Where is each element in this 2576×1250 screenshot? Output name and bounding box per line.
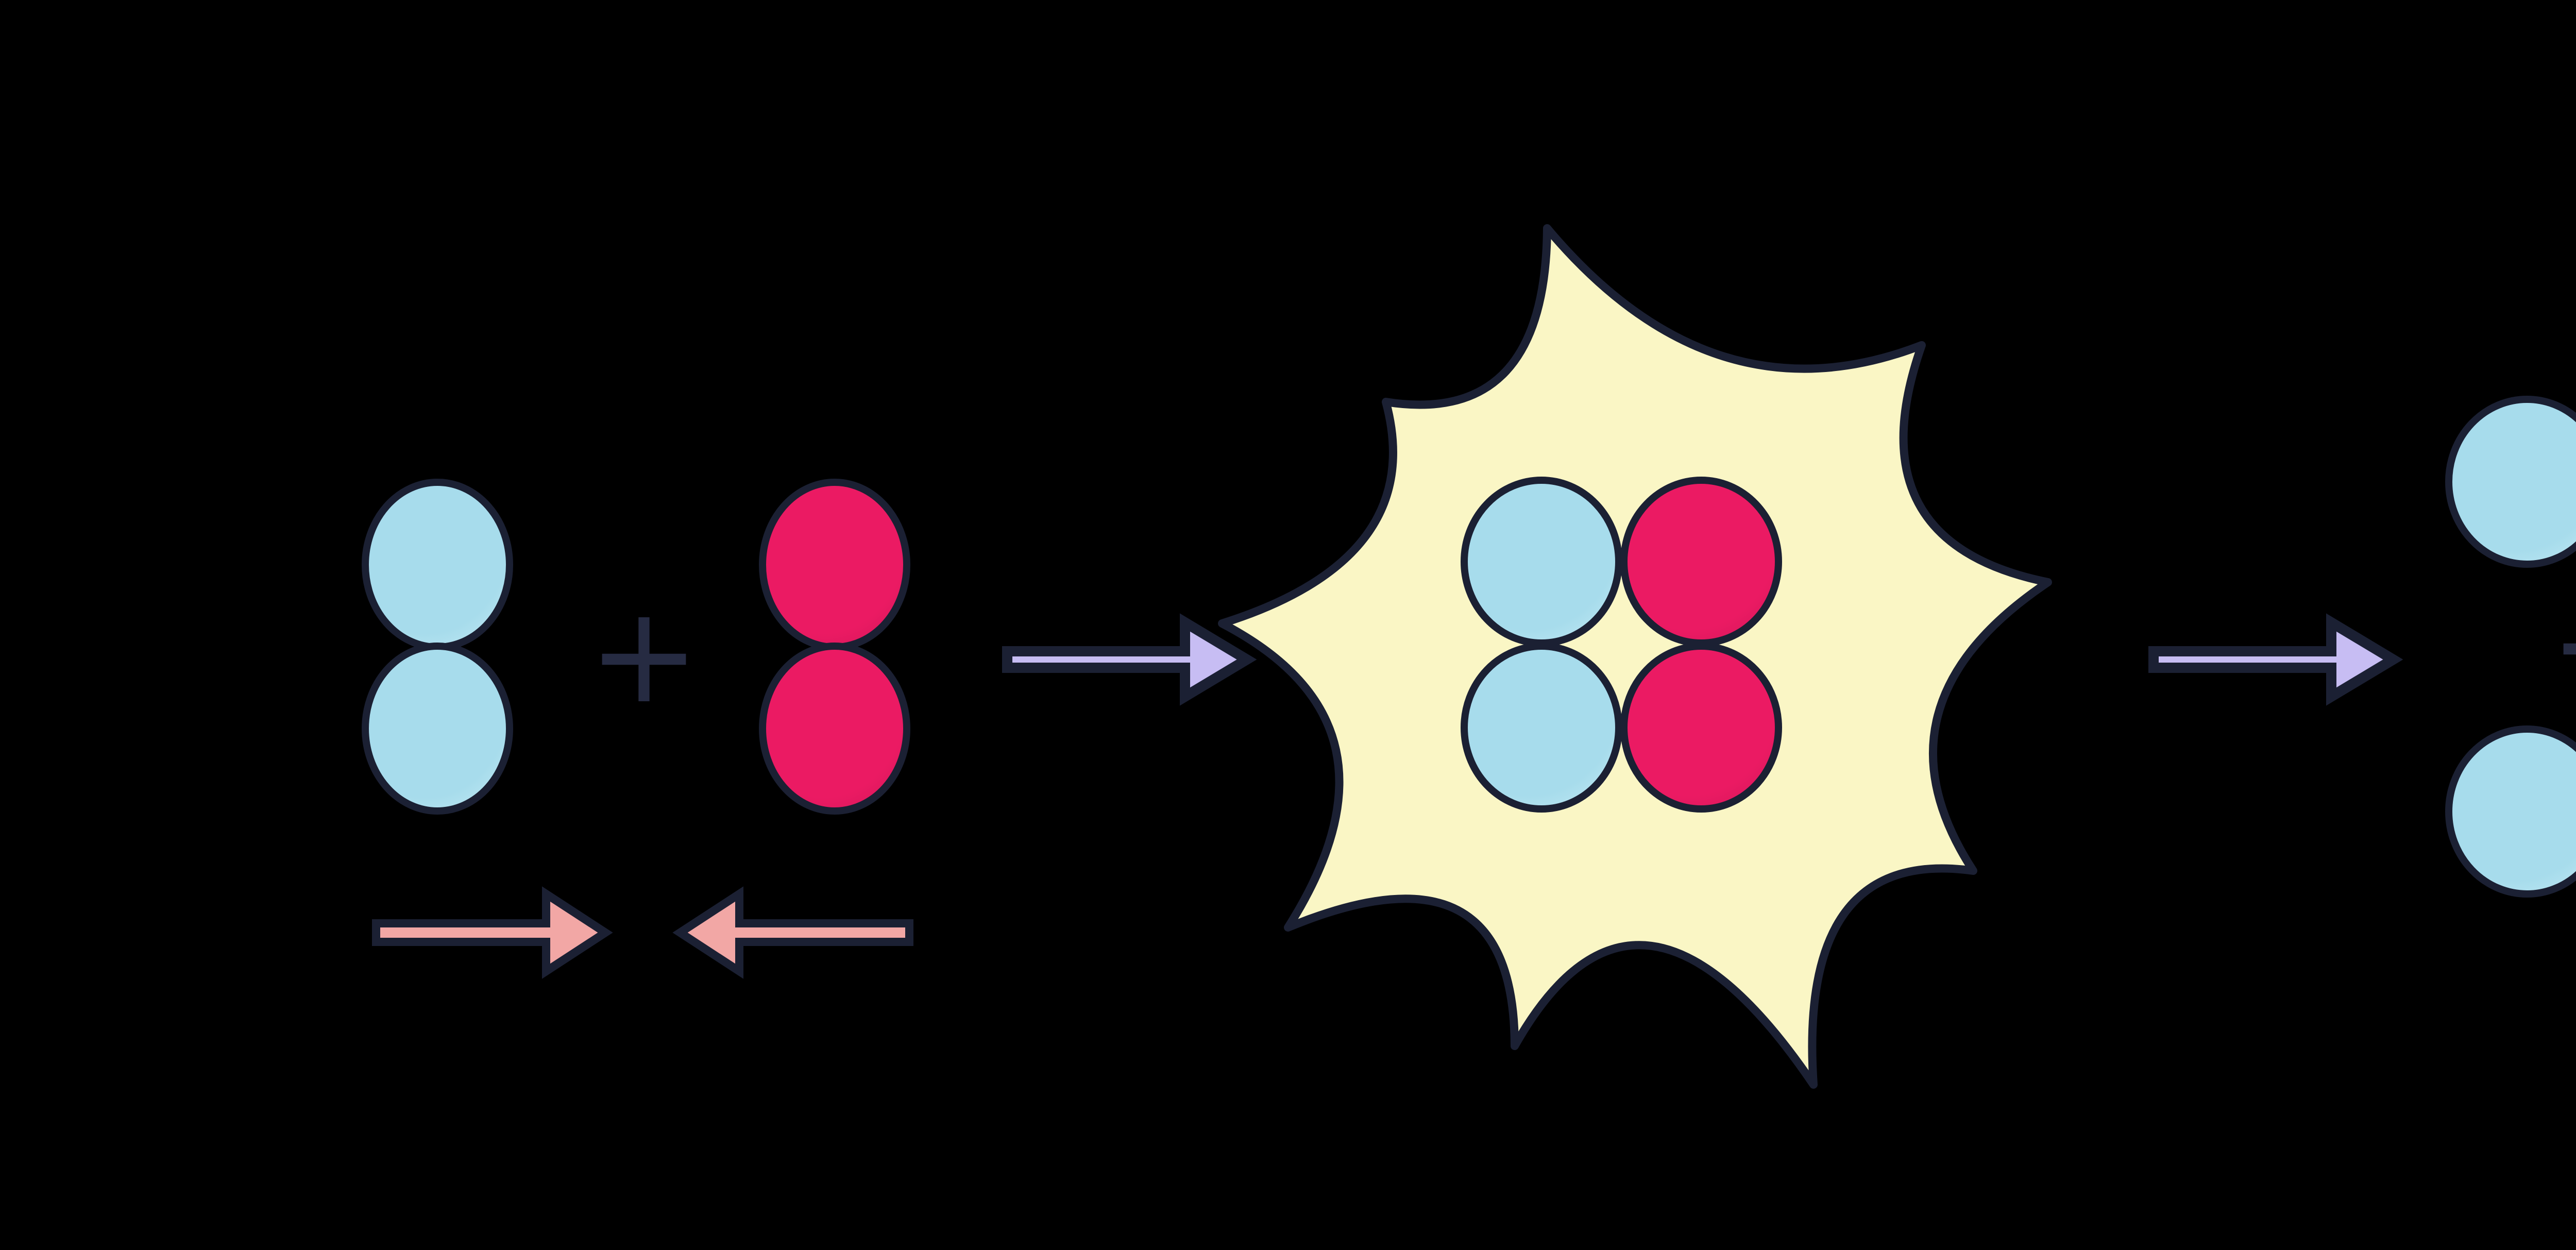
blue-atom-bottom bbox=[362, 643, 513, 815]
blue-atom-top bbox=[362, 479, 513, 651]
reactant-blue-molecule bbox=[362, 479, 513, 815]
complex-red-atom-top bbox=[1620, 477, 1782, 647]
reactant-red-molecule bbox=[759, 479, 910, 815]
reaction-arrow-1-icon bbox=[1002, 613, 1257, 706]
collision-arrows bbox=[372, 886, 913, 979]
starburst-shape bbox=[1218, 224, 2052, 1089]
product2-blue-atom bbox=[2445, 725, 2576, 898]
reaction-arrow-2-icon bbox=[2148, 613, 2403, 706]
reactants-plus-sign: + bbox=[588, 578, 700, 733]
complex-blue-atom-bottom bbox=[1461, 643, 1622, 813]
red-atom-bottom bbox=[759, 643, 910, 815]
collision-arrow-left-icon bbox=[672, 886, 913, 979]
product1-blue-atom bbox=[2445, 396, 2576, 568]
product-molecule-bottom bbox=[2445, 725, 2576, 898]
red-atom-top bbox=[759, 479, 910, 651]
collision-arrow-right-icon bbox=[372, 886, 613, 979]
activated-complex bbox=[1218, 224, 2052, 1089]
products-plus-sign: + bbox=[2549, 567, 2576, 723]
complex-red-atom-bottom bbox=[1620, 643, 1782, 813]
product-molecule-top bbox=[2445, 396, 2576, 568]
complex-blue-atom-top bbox=[1461, 477, 1622, 647]
